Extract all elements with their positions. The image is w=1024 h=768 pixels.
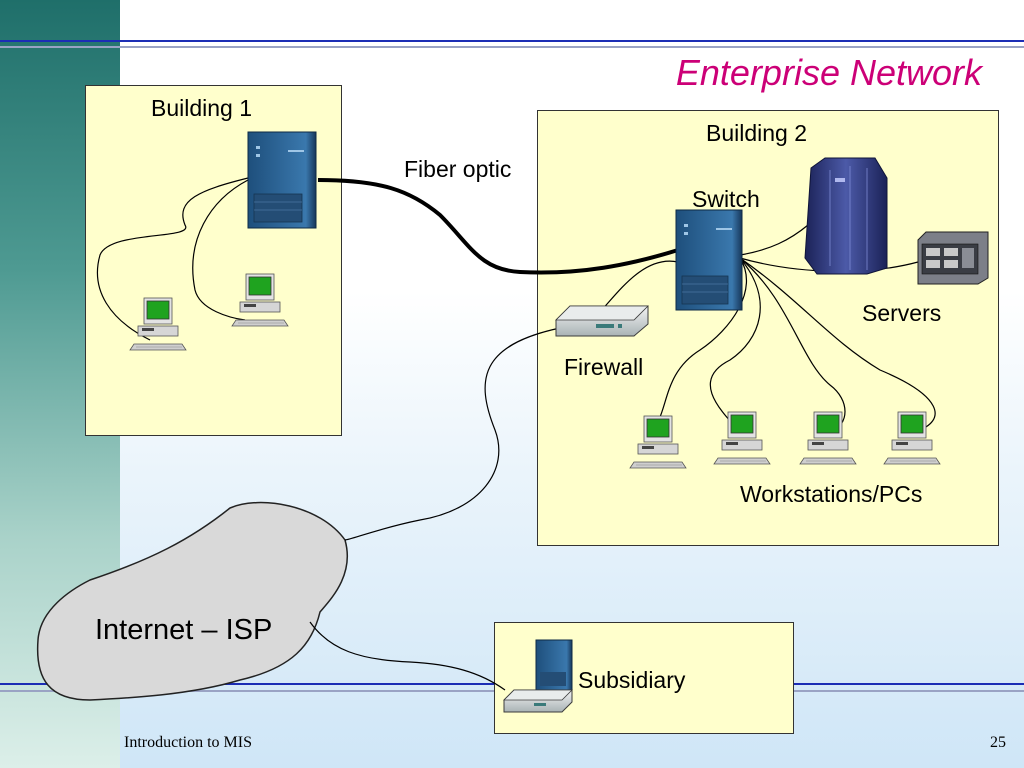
- header-rule: [0, 40, 1024, 42]
- switch-label: Switch: [692, 186, 760, 212]
- internet-cloud: [36, 501, 348, 701]
- workstation-4: [883, 411, 941, 465]
- slide-title: Enterprise Network: [675, 52, 982, 93]
- page-number: 25: [990, 734, 1006, 751]
- building2-switch: [675, 209, 743, 311]
- building1-pc-1: [129, 297, 187, 351]
- workstation-3: [799, 411, 857, 465]
- building2-label: Building 2: [706, 120, 808, 146]
- workstations-label: Workstations/PCs: [740, 481, 923, 507]
- servers-label: Servers: [862, 300, 942, 326]
- footer-course-title: Introduction to MIS: [124, 734, 252, 751]
- internet-isp-label: Internet – ISP: [95, 614, 273, 646]
- server-rack-small: [917, 231, 989, 285]
- workstation-2: [713, 411, 771, 465]
- server-rack-large: [804, 157, 888, 275]
- building1-pc-2: [231, 273, 289, 327]
- firewall-label: Firewall: [564, 354, 644, 380]
- header-rule-secondary: [0, 46, 1024, 48]
- firewall-device: [555, 305, 649, 337]
- fiber-optic-cable: [317, 178, 679, 275]
- building1-switch: [247, 131, 317, 229]
- fiber-optic-label: Fiber optic: [404, 156, 512, 182]
- subsidiary-switch: [535, 639, 573, 691]
- subsidiary-label: Subsidiary: [578, 667, 686, 693]
- subsidiary-firewall: [503, 689, 573, 713]
- building1-label: Building 1: [151, 95, 253, 121]
- workstation-1: [629, 415, 687, 469]
